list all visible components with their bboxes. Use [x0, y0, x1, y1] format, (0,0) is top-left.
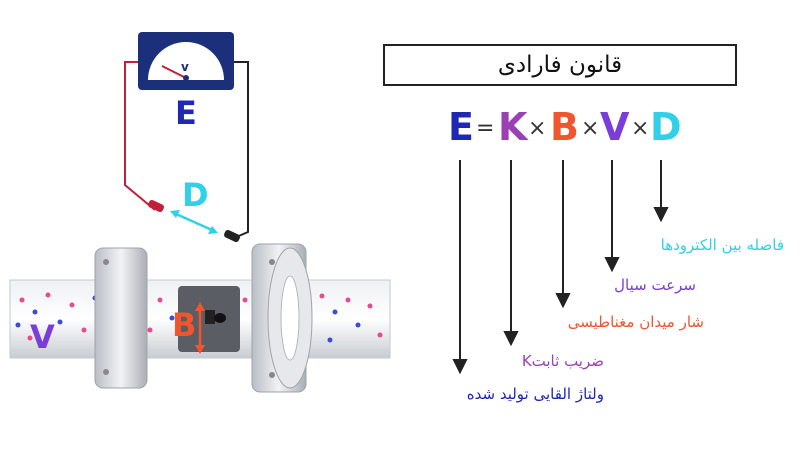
- formula: E = K × B × V × D: [440, 104, 690, 154]
- description-K: ضریب ثابتK: [521, 352, 604, 370]
- formula-D: D: [650, 105, 682, 149]
- voltage-label: E: [175, 94, 197, 132]
- field-label: B: [172, 306, 197, 344]
- formula-B: B: [550, 105, 579, 149]
- red-wire: [124, 61, 156, 211]
- formula-E: E: [448, 105, 474, 149]
- formula-equals: =: [476, 116, 495, 141]
- description-E: ولتاژ القایی تولید شده: [466, 385, 604, 403]
- fluid-particles: [15, 290, 383, 351]
- formula-times-1: ×: [528, 116, 547, 141]
- title-box: قانون فارادی: [383, 44, 737, 86]
- formula-K: K: [498, 105, 528, 149]
- left-flange: [94, 247, 148, 389]
- page-title: قانون فارادی: [497, 52, 623, 78]
- meter-unit-label: v: [181, 60, 189, 74]
- electrode: [214, 313, 226, 323]
- formula-times-3: ×: [631, 116, 650, 141]
- description-V: سرعت سیال: [614, 276, 696, 294]
- distance-label: D: [182, 176, 209, 214]
- velocity-label: V: [30, 318, 55, 356]
- formula-V: V: [600, 105, 630, 149]
- description-B: شار میدان مغناطیسی: [567, 313, 704, 331]
- black-wire: [233, 61, 249, 239]
- formula-times-2: ×: [581, 116, 600, 141]
- description-D: فاصله بین الکترودها: [660, 236, 784, 254]
